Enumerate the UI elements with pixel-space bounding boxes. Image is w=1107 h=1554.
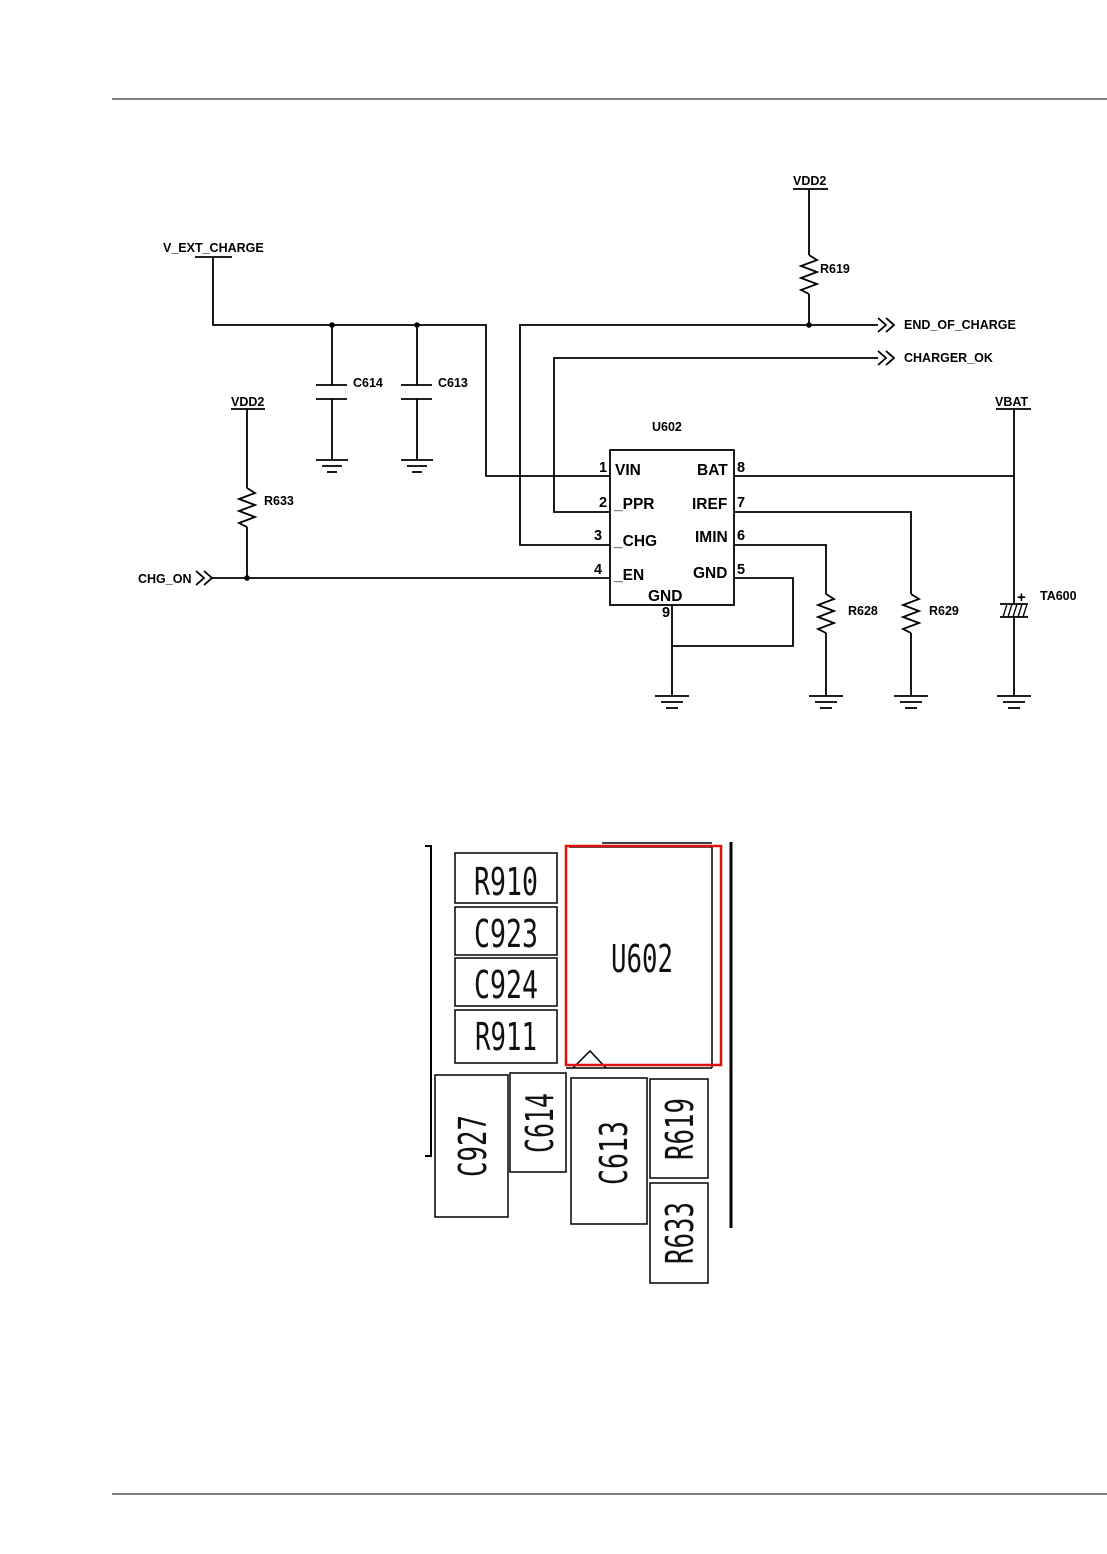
pin-num-2: 2 [599,495,607,511]
r628-label: R628 [848,604,878,618]
pin-num-9: 9 [662,605,670,621]
pin-en: _EN [613,567,644,584]
r629-label: R629 [929,604,959,618]
ic-u602: U602 VIN _PPR _CHG _EN BAT IREF IMIN GND… [594,420,745,621]
pin-bat: BAT [697,462,728,479]
pcb-part-c614: C614 [509,1072,567,1173]
pcb-left-bracket [425,845,432,1157]
vdd2-left-net: VDD2 R633 [231,395,294,581]
pin-iref: IREF [692,496,727,513]
pcb-part-r911: R911 [454,1009,558,1064]
chg-on-label: CHG_ON [138,572,191,586]
pin-num-1: 1 [599,460,607,476]
v-ext-charge-net: V_EXT_CHARGE [163,241,610,477]
pin-num-3: 3 [594,528,602,544]
pcb-part-c927: C927 [434,1074,509,1218]
pcb-u602-label: U602 [611,937,673,981]
pin-num-5: 5 [737,562,745,578]
pcb-r633-label: R633 [658,1202,702,1264]
pcb-part-r619: R619 [649,1078,709,1179]
capacitor-c614: C614 [316,325,383,473]
pcb-r910-label: R910 [474,860,538,904]
c613-label: C613 [438,376,468,390]
pcb-c923-label: C923 [474,912,538,956]
charger-ok-net: CHARGER_OK [553,350,993,513]
pcb-c613-label: C613 [592,1121,636,1185]
u602-highlight-box [564,844,723,1067]
chg-on-net: CHG_ON [138,570,610,586]
pcb-part-u602: U602 [564,844,723,1069]
pcb-c614-label: C614 [518,1093,562,1153]
schematic: V_EXT_CHARGE C614 C613 [138,174,1077,709]
v-ext-charge-label: V_EXT_CHARGE [163,241,264,255]
pin-num-8: 8 [737,460,745,476]
pin-num-6: 6 [737,528,745,544]
pin-ppr: _PPR [613,496,655,513]
charger-ok-label: CHARGER_OK [904,351,993,365]
pin-num-4: 4 [594,562,602,578]
battery-plus-sign: + [1017,589,1026,606]
resistor-r628: R628 [734,544,878,709]
pin-num-7: 7 [737,495,745,511]
pin-vin: VIN [615,462,641,479]
resistor-r629: R629 [734,511,959,709]
pcb-part-c923: C923 [454,906,558,956]
pcb-part-c924: C924 [454,957,558,1007]
r619-label: R619 [820,262,850,276]
c614-label: C614 [353,376,383,390]
end-of-charge-label: END_OF_CHARGE [904,318,1016,332]
battery-net: VBAT + TA600 [734,395,1077,709]
pcb-part-r910: R910 [454,852,558,904]
end-of-charge-net: END_OF_CHARGE [519,317,1016,546]
pcb-part-r633: R633 [649,1182,709,1284]
pin-gnd-bottom: GND [648,588,682,605]
vdd2-top-label: VDD2 [793,174,826,188]
pcb-r619-label: R619 [658,1098,702,1160]
pcb-part-c613: C613 [570,1077,648,1225]
ta600-label: TA600 [1040,589,1077,603]
vdd2-top-net: VDD2 R619 [793,174,850,328]
r633-label: R633 [264,494,294,508]
pin-imin: IMIN [695,529,728,546]
vbat-label: VBAT [995,395,1028,409]
pcb-c924-label: C924 [474,963,538,1007]
u602-label: U602 [652,420,682,434]
vdd2-left-label: VDD2 [231,395,264,409]
capacitor-c613: C613 [401,325,468,473]
pcb-layout: R910 C923 C924 R911 U602 C927 [425,842,733,1284]
pcb-c927-label: C927 [451,1115,495,1177]
ic-ground-net [655,577,794,709]
pin-gnd-right: GND [693,565,727,582]
pin-chg: _CHG [613,533,657,550]
pcb-r911-label: R911 [475,1015,537,1059]
